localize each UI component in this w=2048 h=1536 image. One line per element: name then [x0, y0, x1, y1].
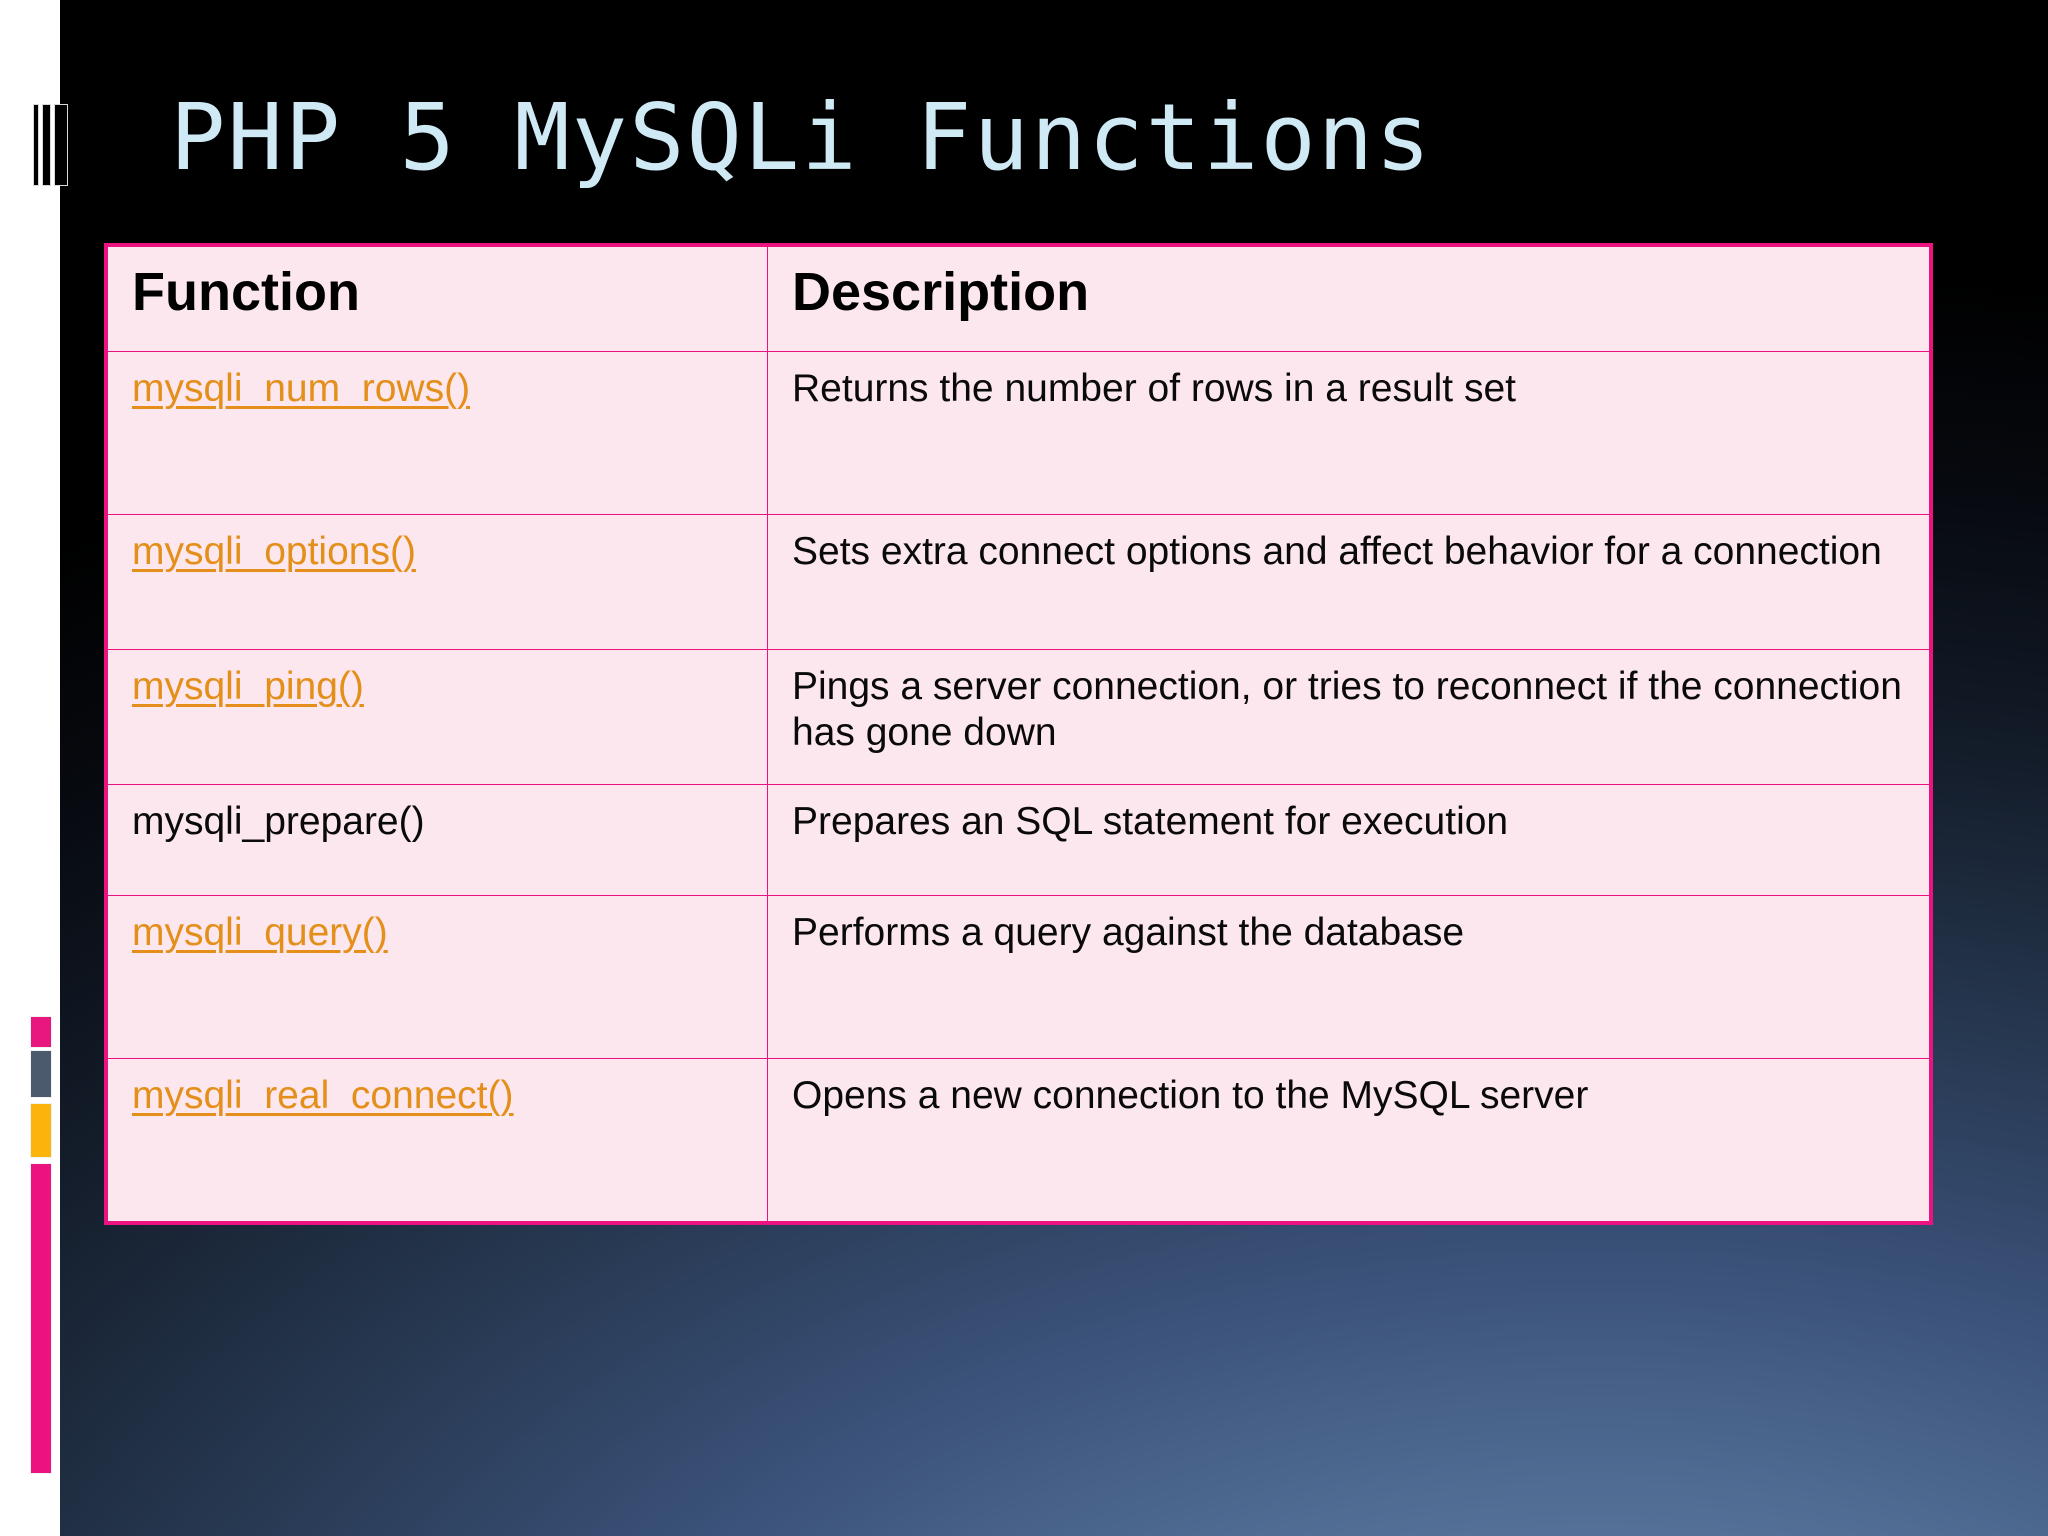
swatch-pink-small — [30, 1016, 52, 1048]
function-link-mysqli-ping[interactable]: mysqli_ping() — [132, 665, 364, 708]
table-row: mysqli_real_connect() Opens a new connec… — [107, 1058, 1930, 1222]
cell-function: mysqli_prepare() — [107, 784, 768, 896]
column-header-function: Function — [107, 246, 768, 352]
table-row: mysqli_prepare() Prepares an SQL stateme… — [107, 784, 1930, 896]
decoration-bar-1 — [33, 104, 39, 186]
function-link-mysqli-num-rows[interactable]: mysqli_num_rows() — [132, 367, 471, 410]
function-link-mysqli-query[interactable]: mysqli_query() — [132, 911, 388, 954]
function-text-mysqli-prepare: mysqli_prepare() — [132, 800, 425, 843]
swatch-amber — [30, 1103, 52, 1158]
cell-function: mysqli_query() — [107, 895, 768, 1059]
decoration-bar-3 — [54, 104, 68, 186]
swatch-slate — [30, 1050, 52, 1098]
cell-function: mysqli_ping() — [107, 649, 768, 785]
cell-description: Performs a query against the database — [767, 895, 1930, 1059]
table-body: mysqli_num_rows() Returns the number of … — [107, 351, 1930, 1222]
functions-table: Function Description mysqli_num_rows() R… — [107, 246, 1930, 1222]
table-head: Function Description — [107, 246, 1930, 352]
decoration-bar-2 — [42, 104, 51, 186]
cell-description: Returns the number of rows in a result s… — [767, 351, 1930, 515]
cell-description: Sets extra connect options and affect be… — [767, 514, 1930, 650]
table-row: mysqli_options() Sets extra connect opti… — [107, 514, 1930, 650]
black-bars-decoration — [33, 104, 68, 186]
cell-description: Pings a server connection, or tries to r… — [767, 649, 1930, 785]
slide-title: PHP 5 MySQLi Functions — [170, 84, 1433, 191]
column-header-description: Description — [767, 246, 1930, 352]
function-link-mysqli-options[interactable]: mysqli_options() — [132, 530, 416, 573]
table-header-row: Function Description — [107, 246, 1930, 352]
table-row: mysqli_query() Performs a query against … — [107, 895, 1930, 1059]
cell-description: Prepares an SQL statement for execution — [767, 784, 1930, 896]
left-decoration-strip — [0, 0, 68, 1536]
function-link-mysqli-real-connect[interactable]: mysqli_real_connect() — [132, 1074, 514, 1117]
table-row: mysqli_num_rows() Returns the number of … — [107, 351, 1930, 515]
table-row: mysqli_ping() Pings a server connection,… — [107, 649, 1930, 785]
cell-function: mysqli_options() — [107, 514, 768, 650]
cell-description: Opens a new connection to the MySQL serv… — [767, 1058, 1930, 1222]
cell-function: mysqli_real_connect() — [107, 1058, 768, 1222]
cell-function: mysqli_num_rows() — [107, 351, 768, 515]
swatch-pink-long — [30, 1163, 52, 1474]
